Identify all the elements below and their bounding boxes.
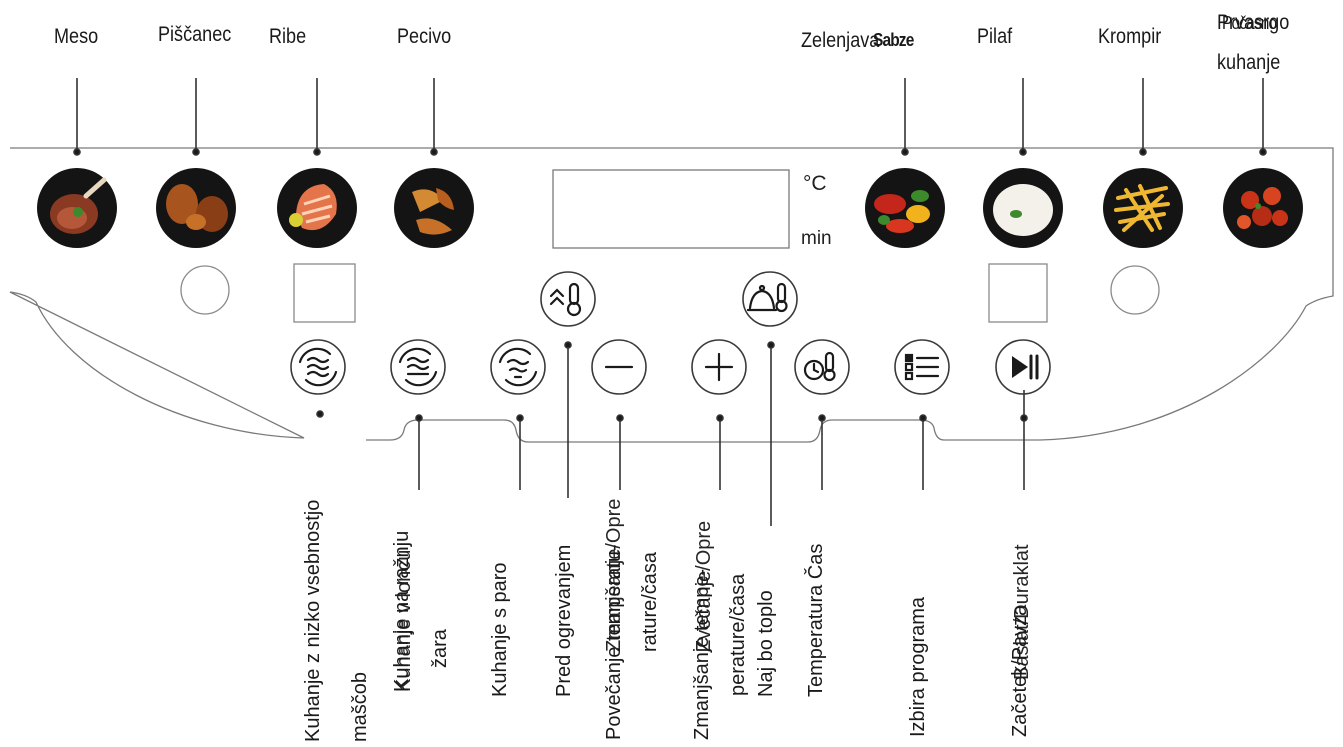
rice-icon xyxy=(983,168,1063,248)
grill-icon xyxy=(398,347,438,387)
indicator-circle-left xyxy=(180,265,230,315)
plus-icon xyxy=(704,352,734,382)
indicator-circle-right xyxy=(1110,265,1160,315)
preheat-icon xyxy=(549,282,582,317)
label-piscanec: Piščanec xyxy=(158,23,232,46)
temp-time-icon xyxy=(803,351,836,382)
keep-warm-icon xyxy=(746,282,788,313)
label-increase-line2: rature/časa xyxy=(639,551,661,652)
label-meso: Meso xyxy=(54,25,99,48)
vegetables-icon xyxy=(865,168,945,248)
label-pocasno: Prvasrgo xyxy=(1217,11,1290,34)
label-steam: Kuhanje s paro xyxy=(489,562,511,697)
bottom-leader-lines xyxy=(316,341,1028,526)
salmon-icon xyxy=(277,168,357,248)
label-pocasno-overlay: Počasno xyxy=(1222,13,1277,33)
label-zelenjava: Zelenjava xyxy=(801,29,880,52)
low-fat-icon xyxy=(298,347,338,387)
label-pilaf: Pilaf xyxy=(977,25,1013,48)
lcd-display xyxy=(552,169,790,249)
croissant-icon xyxy=(394,168,474,248)
label-temp-time: Temperatura Čas xyxy=(805,543,827,697)
top-leader-lines xyxy=(73,78,1267,156)
steak-icon xyxy=(37,168,117,248)
label-decrease-overlay: Zvečanje/Opre xyxy=(693,520,715,652)
roast-chicken-icon xyxy=(156,168,236,248)
unit-minutes: min xyxy=(801,228,832,249)
fries-icon xyxy=(1103,168,1183,248)
label-low-fat: Kuhanje z nizko vsebnostjo xyxy=(302,499,324,742)
indicator-square-right xyxy=(988,263,1048,323)
stew-icon xyxy=(1223,168,1303,248)
play-pause-icon xyxy=(1012,354,1039,380)
preheat-button xyxy=(540,271,596,327)
steam-icon xyxy=(498,347,538,387)
label-grill-overlay: Kuhanje v loncu xyxy=(393,549,415,692)
label-grill-line2: žara xyxy=(429,629,451,668)
label-program-select: Izbira programa xyxy=(907,596,929,737)
label-increase-overlay: Zmanjšanje/Opre xyxy=(603,498,625,652)
label-low-fat-line2: maščob xyxy=(349,671,371,742)
label-decrease-line2: perature/časa xyxy=(727,573,749,696)
label-zelenjava-overlay: Sabze xyxy=(873,30,914,50)
label-preheat: Pred ogrevanjem xyxy=(553,544,575,697)
label-pecivo: Pecivo xyxy=(397,25,452,48)
unit-celsius: °C xyxy=(803,172,827,195)
label-start-pause-overlay: Baslat/Duraklat xyxy=(1011,544,1033,680)
label-keep-warm: Naj bo toplo xyxy=(755,590,777,697)
program-list-icon xyxy=(904,353,940,381)
label-krompir: Krompir xyxy=(1098,25,1162,48)
label-ribe: Ribe xyxy=(269,25,307,48)
label-pocasno-line2: kuhanje xyxy=(1217,51,1281,74)
indicator-square-left xyxy=(293,263,356,323)
